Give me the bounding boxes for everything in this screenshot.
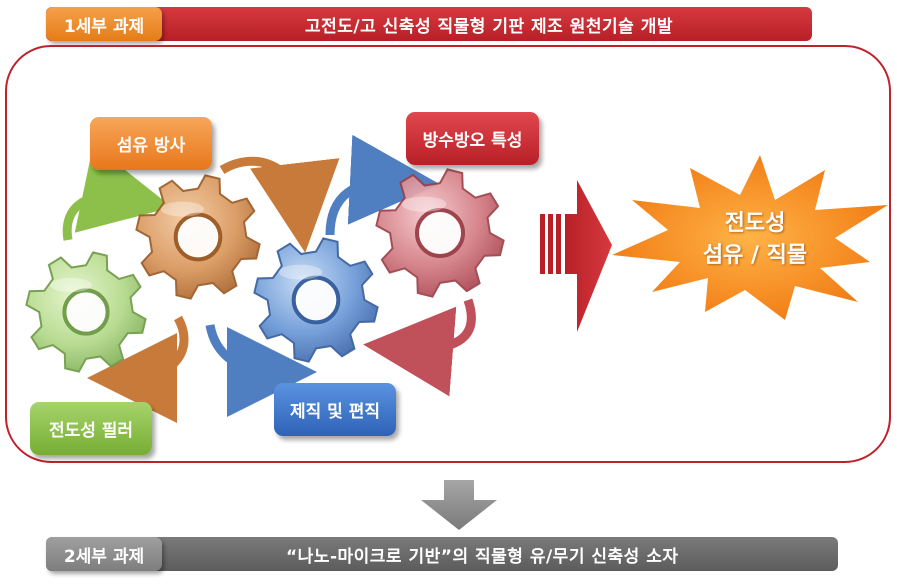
arrow-red-curve-bottom (363, 298, 476, 397)
pill-conductive-filler: 전도성 필러 (30, 402, 152, 455)
gear-green (25, 251, 147, 373)
arrow-orange-curve-bottom (87, 315, 189, 423)
arrow-blue-curve-bottom (205, 324, 317, 417)
pill-waterproof: 방수방오 특성 (406, 112, 539, 165)
gear-red (375, 168, 505, 298)
bottom-task-bar: “나노-마이크로 기반”의 직물형 유/무기 신축성 소자 (46, 537, 838, 571)
top-task-title: 고전도/고 신축성 직물형 기판 제조 원천기술 개발 (304, 16, 674, 37)
process-frame (5, 45, 891, 463)
gear-orange (135, 174, 261, 300)
down-arrow (421, 480, 497, 530)
pill-fiber-spinning: 섬유 방사 (90, 117, 212, 170)
result-arrow (540, 180, 612, 332)
top-task-bar: 고전도/고 신축성 직물형 기판 제조 원천기술 개발 (46, 7, 812, 41)
arrow-green-curve (62, 144, 173, 241)
result-label: 전도성 섬유 / 직물 (680, 208, 830, 272)
result-line-1: 전도성 (724, 211, 786, 236)
top-task-tag: 1세부 과제 (46, 7, 162, 41)
gear-blue (253, 237, 379, 363)
pill-weaving-knitting: 제직 및 편직 (274, 383, 396, 436)
bottom-task-title: “나노-마이크로 기반”의 직물형 유/무기 신축성 소자 (286, 546, 679, 567)
result-starburst (612, 155, 888, 320)
bottom-task-tag: 2세부 과제 (46, 537, 162, 571)
arrow-blue-curve-top (325, 134, 440, 236)
result-line-2: 섬유 / 직물 (702, 243, 808, 268)
arrow-orange-curve-top (219, 156, 340, 253)
